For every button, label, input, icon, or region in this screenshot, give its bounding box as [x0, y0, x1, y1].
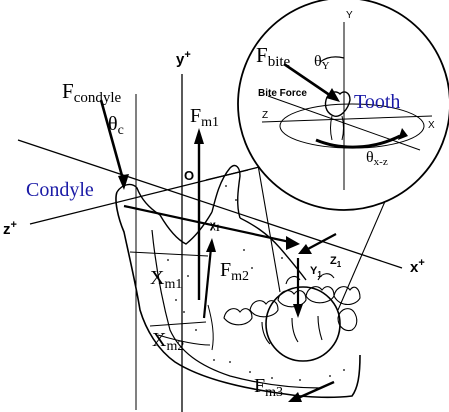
f-m2-arrowhead: [206, 238, 216, 252]
label-inset-theta-y: θY: [314, 53, 330, 72]
f-m3-arrow: [297, 380, 335, 400]
label-x-plus: x+: [410, 257, 425, 276]
label-chi1: χ1: [209, 217, 221, 233]
teeth-row: [223, 273, 361, 345]
diagram-labels: Fcondyle θc y+ Fm1 O Condyle z+ χ1 Xm1 F…: [3, 10, 435, 400]
label-condyle: Condyle: [26, 179, 94, 201]
label-y-plus: y+: [176, 49, 191, 68]
z1-force-arrow: [305, 233, 337, 251]
label-inset-theta-xz: θx-z: [366, 149, 388, 168]
label-f-m3: Fm3: [254, 375, 283, 400]
inset-bite-force-arrow: [283, 62, 335, 100]
f-m3-arrowhead: [288, 392, 302, 402]
x-m2-baseline: [149, 321, 207, 327]
label-origin-o: O: [184, 168, 194, 183]
f-m2-arrow: [202, 247, 213, 319]
force-vectors: [99, 99, 337, 402]
tooth-focus-circle: [265, 286, 341, 362]
label-inset-axis-y: Y: [346, 10, 353, 21]
inset-x-axis: [261, 115, 433, 123]
label-inset-f-bite: Fbite: [256, 43, 291, 70]
mandible-outline: [115, 164, 361, 399]
label-y1: Y1: [310, 265, 322, 279]
label-inset-axis-z: Z: [262, 110, 268, 121]
f-m1-arrowhead: [194, 128, 204, 144]
x1-axis-tick: [205, 169, 249, 181]
label-x-m1: Xm1: [150, 267, 182, 292]
label-f-condyle: Fcondyle: [62, 79, 122, 106]
inset-z-axis: [267, 95, 421, 151]
label-inset-tooth: Tooth: [354, 91, 400, 113]
label-inset-axis-x: X: [428, 120, 435, 131]
inset-bite-force-view: [237, 0, 449, 211]
x-m1-moment-arm: [123, 204, 291, 244]
label-theta-c: θc: [108, 113, 124, 138]
f-condyle-arrow: [99, 99, 126, 184]
z-axis-line: [17, 139, 403, 269]
x-m1-baseline: [129, 251, 209, 257]
bone-texture: [167, 185, 345, 381]
label-inset-bite-force: Bite Force: [258, 88, 307, 99]
label-z1: Z1: [330, 255, 342, 269]
label-f-m2: Fm2: [220, 259, 249, 284]
f-condyle-arrowhead: [118, 174, 129, 190]
inset-tooth: [324, 91, 351, 117]
label-z-plus: z+: [3, 219, 17, 238]
inset-theta-xz-arc: [315, 134, 401, 149]
label-x-m2: Xm2: [152, 329, 184, 354]
label-f-m1: Fm1: [190, 105, 219, 130]
